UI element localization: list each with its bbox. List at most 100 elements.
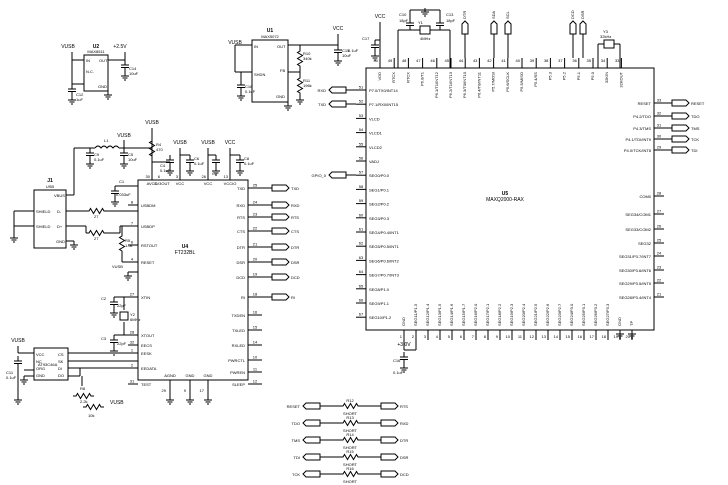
u5-pin-num: 40 [516,58,521,63]
u4-pin-num: 21 [253,242,258,247]
u4-pin-eecs: EECS [141,343,152,348]
u5-pin-7: SEG1/P0.1 [369,187,390,192]
jumper-ref-4: R16 [346,466,354,471]
r10-label: R10 [303,51,311,56]
u5-pin-t15: P5.0 [590,71,595,80]
u5-pin-num: 13 [542,334,547,339]
y1-ref: Y1 [418,20,424,25]
u5-pin-9: SEG3/P0.3 [369,216,390,221]
vcc-vccio-label: VCC [225,140,236,146]
u4-pin-num: 18 [253,292,258,297]
jumper-val-1: SHORT [343,428,357,433]
u5-pin-num: 20 [626,334,631,339]
c3-value: 22pF [117,341,127,346]
y2-value: 6MHz [130,317,140,322]
u5-part: MAXQ2000-RAX [486,197,524,203]
u5-pin-b15: SEG25/P3.1 [581,303,586,326]
c13-value: 18pF [446,18,456,23]
u5-pin-r11: SEG29/P3.5/INT5 [619,281,652,286]
u5-pin-b14: SEG24/P3.0 [569,303,574,326]
y3-value: 32kHz [600,34,611,39]
net-flag-txd-text: TXD [291,186,299,191]
jumper-left-4-text: TCK [292,472,300,477]
regulator-u2: U2 MAX8511 IN N.C. OUT GND VUSB +2.5V C1… [61,44,139,105]
net-flag-dtr: DTR [271,243,299,251]
c8-value: 0.1uF [244,161,255,166]
u5-pin-13: SEG7/P0.7/INT3 [369,273,400,278]
u5-pin-t11: P5.4/SS [533,72,538,87]
c11-label: C11 [6,370,14,375]
jumper-ref-3: R15 [346,449,354,454]
c10-value: 18pF [399,18,409,23]
u5-pin-12: SEG6/P0.6/INT2 [369,258,400,263]
u5-pin-t3: P6.0/T1 [420,71,425,86]
u5-flag-tdi-text: TDI [691,148,697,153]
u5-pin-num: 60 [359,212,364,217]
u3-do: DO [58,373,64,378]
u5-pin-num: 59 [359,198,364,203]
y1-value: 4MHz [420,36,430,41]
u4-pin-dsr: DSR [237,260,246,265]
u5-pin-num: 33 [615,58,620,63]
u5-pin-num: 4 [436,334,439,339]
u5-pin-4: VLCD2 [369,145,383,150]
jumper-right-4-text: DCD [400,472,409,477]
jumper-left-2: TMS [292,436,321,444]
u4-pin-num: 19 [253,272,258,277]
u3-org: ORG [36,366,45,371]
u5-flag-reset-text: RESET [691,101,705,106]
u5-pin-b1: SEG11/P1.3 [413,303,418,326]
u5-pin-num: 27 [657,209,662,214]
r8-value: 2.2k [80,399,88,404]
r5-value: 1.5k [125,243,133,248]
u5-flag-tdo: TDO [671,112,699,120]
jumper-val-4: SHORT [343,479,357,484]
u5-pin-b19: TP [629,321,634,326]
u5-pin-b11: SEG21/P2.5 [533,303,538,326]
u5-pin-num: 19 [614,334,619,339]
jumper-right-0: RTS [380,402,408,410]
u5-pin-2: VLCD [369,116,380,121]
c12-value: 1uF [76,97,83,102]
u5-top-pins: VDD50RTCX49RTCX48P6.0/T147P6.1/T1/INT124… [374,58,623,98]
u4-pin-num: 1 [131,348,134,353]
u5-pin-num: 15 [566,334,571,339]
jumper-right-2-text: DTR [400,438,408,443]
u5-pin-num: 6 [460,334,463,339]
u5-flag-txd: TXD [318,100,347,108]
c10-label: C10 [399,12,407,17]
u5-pin-num: 5 [448,334,451,339]
u5-pin-t8: P5.7/MOSI [491,72,496,92]
u5-pin-1: P7.1/RX0/INT15 [369,102,399,107]
u4-pin-num: 4 [131,257,134,262]
u5-pin-num: 43 [473,58,478,63]
u5-pin-r10: SEG30/P3.6/INT6 [619,268,652,273]
u4-pin-num: 30 [146,174,151,179]
u4-right-pins: TXD25RXD24RTS23CTS22DTR21DSR20DCD19RI18T… [228,183,262,387]
u5-pin-0: P7.0/TX0/INT14 [369,88,398,93]
y3-ref: Y3 [603,29,609,34]
jumper-right-1: RXD [380,419,409,427]
u5-pin-num: 63 [359,255,364,260]
u5-pin-num: 42 [487,58,492,63]
c4-value: 0.1uF [160,168,171,173]
r4-value: 470 [156,147,163,152]
u4-pin-num: 13 [224,174,229,179]
u5-flag-rxd: RXD [318,86,347,94]
u5-pin-b4: SEG14/P1.6 [449,303,454,326]
u1-vcc-label: VCC [333,26,344,32]
r4-label: R4 [156,142,162,147]
jumper-left-4: TCK [292,470,321,478]
u2-pin-nc: N.C. [86,69,94,74]
u4-pin-num: 31 [130,379,135,384]
r10-value: 340k [303,56,312,61]
u5-pin-num: 51 [359,85,364,90]
u5-bottom-supply: +3.0V C16 0.1uF [393,329,637,375]
u5-pin-num: 30 [657,134,662,139]
net-flag-cts: CTS [271,227,299,235]
u4-pin-num: 26 [202,174,207,179]
u4-pin-vcc: VCC [204,181,213,186]
